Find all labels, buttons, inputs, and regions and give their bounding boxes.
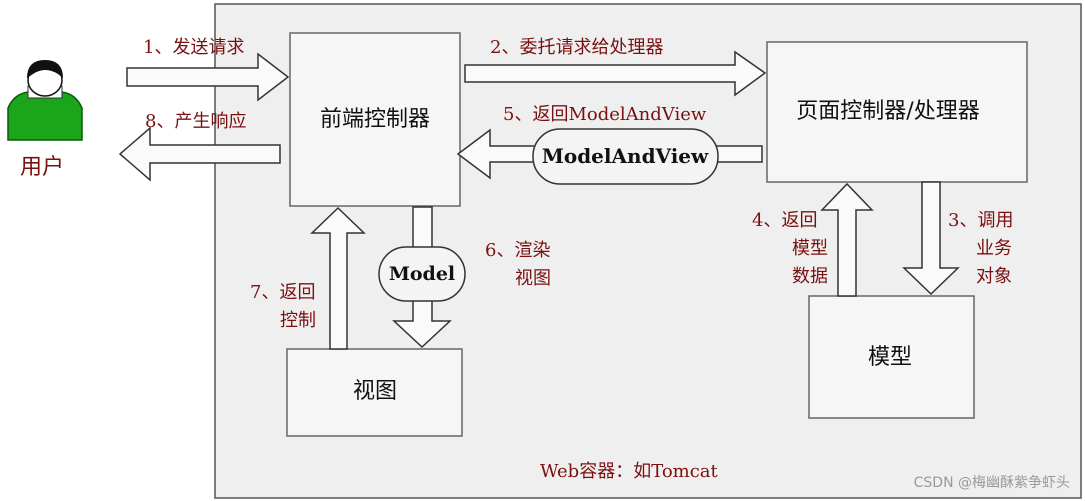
- step-1-label: 1、发送请求: [143, 37, 244, 58]
- modelandview-pill: [532, 128, 719, 185]
- step-5-label: 5、返回ModelAndView: [503, 104, 707, 125]
- arrow-return-control: [310, 206, 366, 350]
- arrow-return-model-data: [820, 182, 874, 297]
- step-6-label-line-1: 6、渲染: [485, 240, 550, 261]
- arrow-delegate: [464, 50, 767, 97]
- modelandview-pill-label: ModelAndView: [542, 144, 709, 168]
- step-7-label-line-2: 控制: [280, 310, 316, 331]
- step-6-label-line-2: 视图: [515, 268, 551, 289]
- step-2-label: 2、委托请求给处理器: [490, 37, 663, 58]
- arrow-send-request: [126, 52, 290, 102]
- view-box-label: 视图: [353, 379, 397, 404]
- arrow-response: [118, 126, 281, 182]
- step-4-label-line-3: 数据: [792, 266, 828, 287]
- page-controller-box: [766, 41, 1028, 183]
- user-label: 用户: [20, 155, 64, 180]
- model-box-label: 模型: [868, 345, 912, 370]
- step-3-label-line-2: 业务: [976, 238, 1012, 259]
- step-4-label-line-2: 模型: [792, 238, 828, 259]
- arrow-call-business: [902, 181, 960, 296]
- web-container-label: Web容器：如Tomcat: [540, 461, 719, 482]
- watermark-text: CSDN @梅幽酥紫争虾头: [914, 475, 1070, 491]
- step-4-label-line-1: 4、返回: [752, 210, 817, 231]
- front-controller-label: 前端控制器: [320, 107, 430, 132]
- step-3-label-line-1: 3、调用: [948, 210, 1013, 231]
- model-pill-label: Model: [389, 263, 455, 285]
- step-8-label: 8、产生响应: [145, 111, 246, 132]
- user-icon: [7, 60, 83, 141]
- front-controller-box: [289, 32, 461, 207]
- step-3-label-line-3: 对象: [976, 266, 1012, 287]
- step-7-label-line-1: 7、返回: [250, 282, 315, 303]
- model-box: [808, 295, 975, 419]
- view-box: [286, 348, 463, 437]
- model-pill: [378, 246, 466, 302]
- page-controller-label: 页面控制器/处理器: [796, 99, 979, 124]
